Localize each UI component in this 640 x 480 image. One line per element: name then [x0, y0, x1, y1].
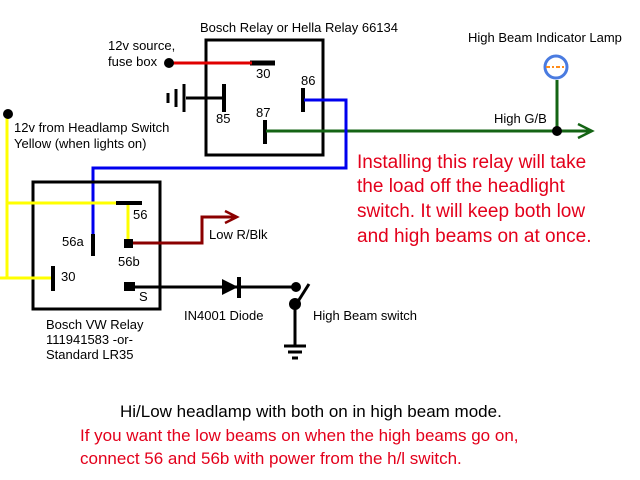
source-label-line2: fuse box [108, 54, 158, 69]
low-wire-label: Low R/Blk [209, 227, 268, 242]
source-terminal-dot [164, 58, 174, 68]
high-wire-label: High G/B [494, 111, 547, 126]
callout-line-3: switch. It will keep both low [357, 201, 586, 222]
indicator-lamp-label: High Beam Indicator Lamp [468, 30, 622, 45]
callout-line-4: and high beams on at once. [357, 226, 592, 247]
pin-87-label: 87 [256, 105, 271, 120]
pin-s-label: S [139, 289, 148, 304]
callout-line-2: the load off the headlight [357, 176, 565, 197]
junction-dot [552, 126, 562, 136]
headlamp-switch-terminal-dot [3, 109, 13, 119]
pin-30b-label: 30 [61, 269, 76, 284]
note-line-1: If you want the low beams on when the hi… [80, 426, 519, 445]
diagram-title: Hi/Low headlamp with both on in high bea… [120, 402, 502, 421]
pin-85-label: 85 [216, 111, 231, 126]
callout-line-1: Installing this relay will take [357, 152, 587, 173]
bottom-relay-label-line2: 111941583 -or- [46, 332, 133, 347]
bottom-relay-box [31, 180, 162, 311]
high-beam-switch-icon [295, 283, 311, 304]
pin-56-label: 56 [133, 207, 148, 222]
pin-56a-label: 56a [62, 234, 84, 249]
source-label-line1: 12v source, [108, 38, 176, 53]
bottom-relay-label-line3: Standard LR35 [46, 347, 134, 362]
switch-contact-top [291, 282, 301, 292]
high-beam-switch-label: High Beam switch [313, 308, 418, 323]
headlamp-switch-label-line1: 12v from Headlamp Switch [14, 120, 170, 135]
bottom-relay-label-line1: Bosch VW Relay [46, 317, 144, 332]
pin-86-label: 86 [301, 73, 316, 88]
headlamp-switch-label-line2: Yellow (when lights on) [14, 136, 147, 151]
pin-56b-label: 56b [118, 254, 140, 269]
top-relay-label: Bosch Relay or Hella Relay 66134 [200, 20, 398, 35]
diode-label: IN4001 Diode [184, 308, 264, 323]
bottom-relay-pin-56b [124, 239, 133, 248]
diode-icon [222, 279, 238, 295]
high-wire-arrow-icon [577, 122, 595, 140]
blue-control-wire [91, 98, 348, 234]
note-line-2: connect 56 and 56b with power from the h… [80, 449, 462, 468]
pin-30-label: 30 [256, 66, 271, 81]
brown-low-wire [133, 215, 236, 245]
low-wire-arrow-icon [224, 209, 240, 225]
bottom-relay-pin-s [124, 282, 135, 291]
